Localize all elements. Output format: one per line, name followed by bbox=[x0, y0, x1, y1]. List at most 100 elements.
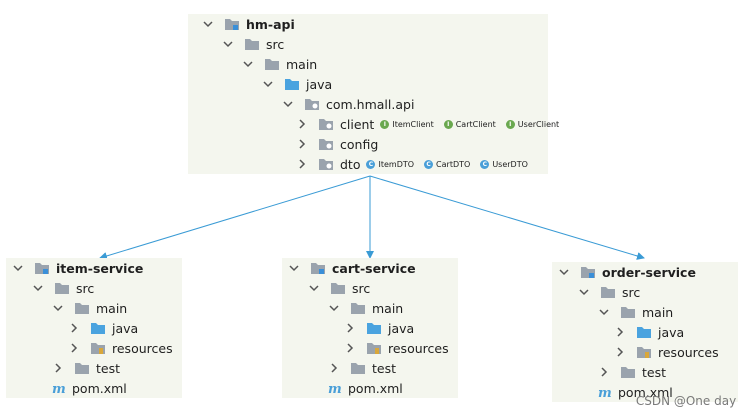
chevron-right-icon[interactable] bbox=[68, 322, 80, 334]
chevron-right-icon[interactable] bbox=[328, 362, 340, 374]
tree-node-src[interactable]: src bbox=[32, 278, 94, 298]
watermark: CSDN @One day bbox=[635, 394, 740, 408]
chevron-right-icon[interactable] bbox=[52, 362, 64, 374]
chevron-down-icon[interactable] bbox=[558, 266, 570, 278]
svg-text:m: m bbox=[328, 382, 342, 395]
chevron-down-icon[interactable] bbox=[328, 302, 340, 314]
chevron-right-icon[interactable] bbox=[296, 158, 308, 170]
chevron-right-icon[interactable] bbox=[344, 322, 356, 334]
chevron-down-icon[interactable] bbox=[202, 18, 214, 30]
resources-folder-icon bbox=[366, 341, 382, 355]
tree-node-main[interactable]: main bbox=[598, 302, 673, 322]
chevron-down-icon[interactable] bbox=[12, 262, 24, 274]
tree-node-package[interactable]: com.hmall.api bbox=[282, 94, 414, 114]
tree-node-module-root[interactable]: order-service bbox=[558, 262, 696, 282]
tree-node-module-root[interactable]: item-service bbox=[12, 258, 143, 278]
order-service-tree-panel: order-service src main java resources te… bbox=[552, 262, 738, 402]
class-icon: C bbox=[424, 159, 434, 169]
tree-node-pom[interactable]: m pom.xml bbox=[598, 382, 673, 402]
chevron-right-icon[interactable] bbox=[614, 326, 626, 338]
tree-label: order-service bbox=[602, 264, 696, 280]
chevron-down-icon[interactable] bbox=[288, 262, 300, 274]
chevron-down-icon[interactable] bbox=[598, 306, 610, 318]
tree-node-test[interactable]: test bbox=[328, 358, 396, 378]
chevron-right-icon[interactable] bbox=[296, 118, 308, 130]
folder-icon bbox=[264, 57, 280, 71]
tree-node-pom[interactable]: m pom.xml bbox=[52, 378, 127, 398]
tree-node-src[interactable]: src bbox=[308, 278, 370, 298]
tree-node-java[interactable]: java bbox=[262, 74, 332, 94]
tree-label: client bbox=[340, 116, 375, 132]
tree-node-resources[interactable]: resources bbox=[344, 338, 449, 358]
folder-icon bbox=[620, 305, 636, 319]
folder-icon bbox=[350, 361, 366, 375]
chevron-down-icon[interactable] bbox=[222, 38, 234, 50]
tree-label: pom.xml bbox=[618, 384, 673, 400]
item-service-tree-panel: item-service src main java resources tes… bbox=[6, 258, 182, 398]
tree-node-pom[interactable]: m pom.xml bbox=[328, 378, 403, 398]
chevron-down-icon[interactable] bbox=[242, 58, 254, 70]
chevron-down-icon[interactable] bbox=[578, 286, 590, 298]
chevron-right-icon[interactable] bbox=[598, 366, 610, 378]
chevron-down-icon[interactable] bbox=[32, 282, 44, 294]
source-folder-icon bbox=[284, 77, 300, 91]
tree-node-java[interactable]: java bbox=[344, 318, 414, 338]
arrow-to-item-service bbox=[99, 175, 371, 260]
tree-label: main bbox=[96, 300, 128, 316]
folder-icon bbox=[74, 361, 90, 375]
interface-icon: I bbox=[380, 119, 390, 129]
maven-icon: m bbox=[328, 381, 342, 395]
tree-label: test bbox=[372, 360, 397, 376]
tree-label: resources bbox=[658, 344, 719, 360]
chevron-down-icon[interactable] bbox=[52, 302, 64, 314]
chevron-right-icon[interactable] bbox=[614, 346, 626, 358]
tree-node-src[interactable]: src bbox=[578, 282, 640, 302]
tree-label: com.hmall.api bbox=[326, 96, 415, 112]
package-icon bbox=[318, 157, 334, 171]
tree-node-hm-api[interactable]: hm-api bbox=[202, 14, 295, 34]
chevron-right-icon[interactable] bbox=[344, 342, 356, 354]
chevron-down-icon[interactable] bbox=[308, 282, 320, 294]
tree-label: main bbox=[286, 56, 318, 72]
tree-label: src bbox=[266, 36, 285, 52]
resources-folder-icon bbox=[90, 341, 106, 355]
tree-node-main[interactable]: main bbox=[52, 298, 127, 318]
module-folder-icon bbox=[224, 17, 240, 31]
tree-node-src[interactable]: src bbox=[222, 34, 284, 54]
tree-node-java[interactable]: java bbox=[614, 322, 684, 342]
tree-node-main[interactable]: main bbox=[328, 298, 403, 318]
chevron-right-icon[interactable] bbox=[68, 342, 80, 354]
tree-node-resources[interactable]: resources bbox=[614, 342, 719, 362]
tree-label: main bbox=[372, 300, 404, 316]
tree-node-resources[interactable]: resources bbox=[68, 338, 173, 358]
interface-icon: I bbox=[443, 119, 453, 129]
tree-node-java[interactable]: java bbox=[68, 318, 138, 338]
tree-label: java bbox=[658, 324, 685, 340]
chevron-down-icon[interactable] bbox=[282, 98, 294, 110]
cart-service-tree-panel: cart-service src main java resources tes… bbox=[282, 258, 458, 398]
arrow-to-order-service bbox=[369, 175, 645, 260]
folder-icon bbox=[600, 285, 616, 299]
tree-label: src bbox=[76, 280, 95, 296]
tree-node-config[interactable]: config bbox=[296, 134, 378, 154]
tree-node-test[interactable]: test bbox=[598, 362, 666, 382]
tree-node-test[interactable]: test bbox=[52, 358, 120, 378]
tree-label: test bbox=[96, 360, 121, 376]
chevron-right-icon[interactable] bbox=[296, 138, 308, 150]
tree-node-main[interactable]: main bbox=[242, 54, 317, 74]
tree-label: src bbox=[622, 284, 641, 300]
tree-node-module-root[interactable]: cart-service bbox=[288, 258, 416, 278]
maven-icon: m bbox=[52, 381, 66, 395]
tree-label: pom.xml bbox=[72, 380, 127, 396]
chevron-down-icon[interactable] bbox=[262, 78, 274, 90]
folder-icon bbox=[350, 301, 366, 315]
